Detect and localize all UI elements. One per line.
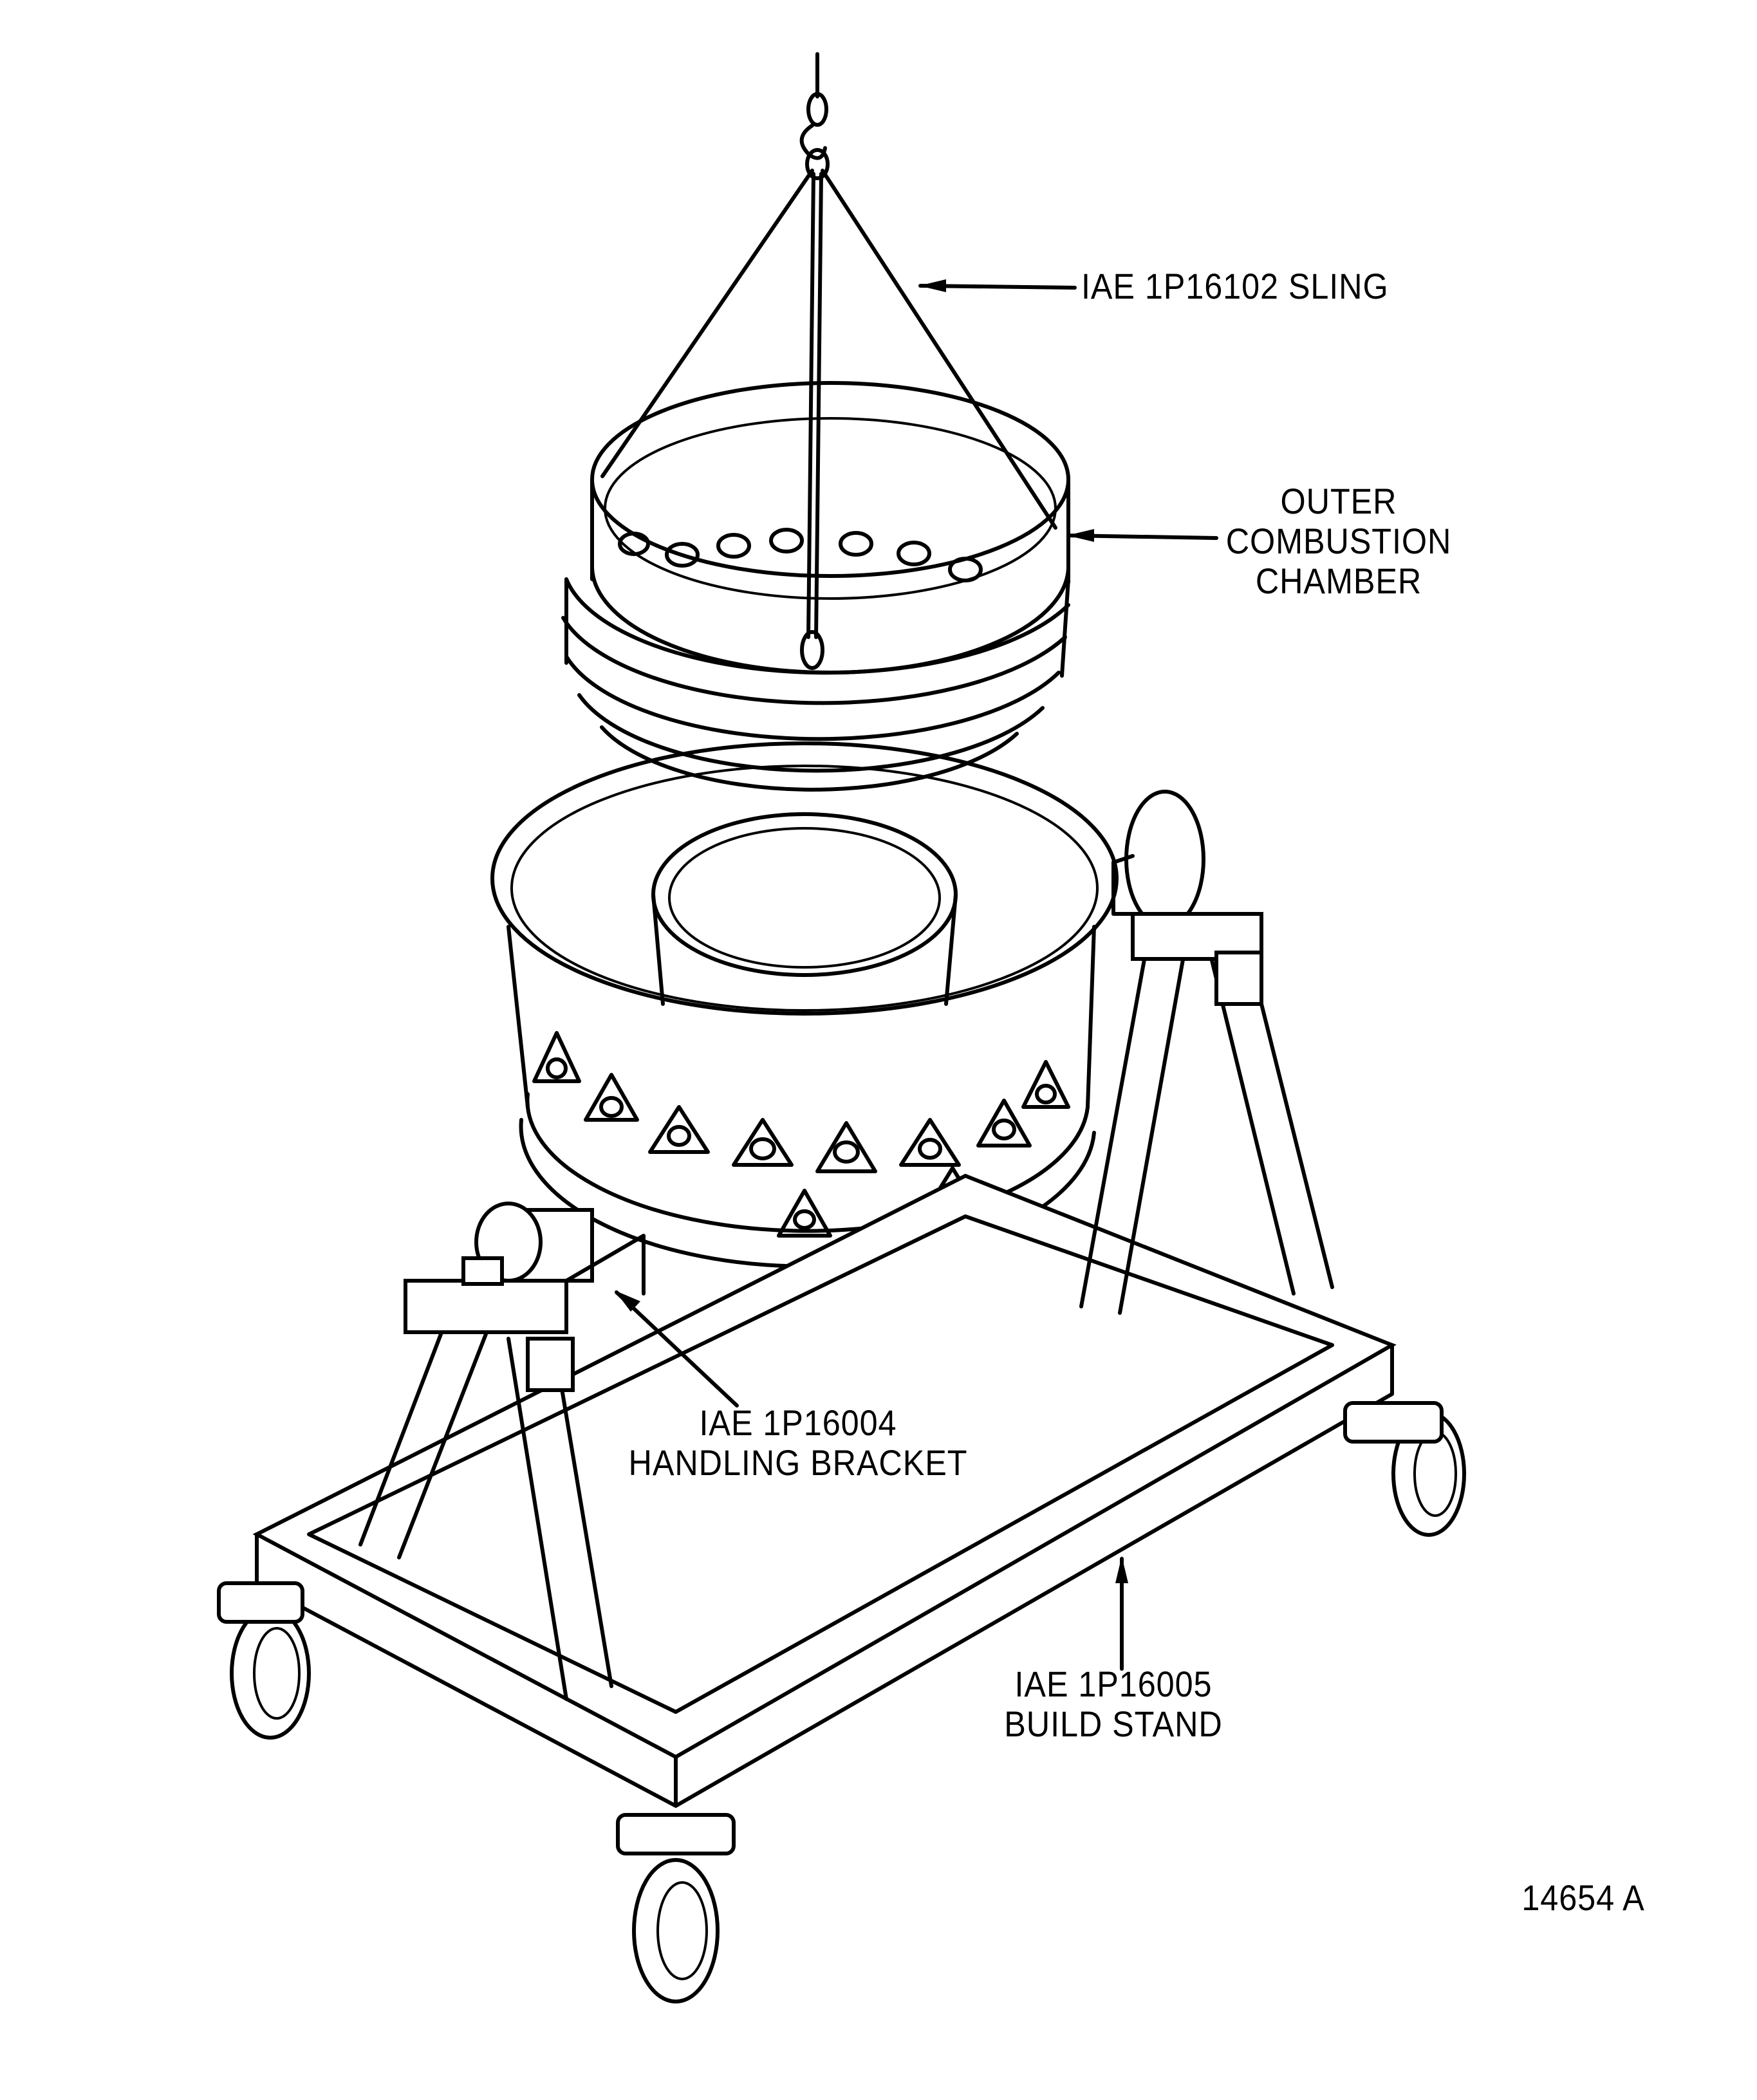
handling-bracket-label: IAE 1P16004 HANDLING BRACKET bbox=[579, 1403, 1017, 1483]
handling-bracket bbox=[461, 1202, 646, 1296]
leader-lines bbox=[615, 279, 1218, 1671]
outer-combustion-chamber-label: OUTER COMBUSTION CHAMBER bbox=[1210, 481, 1467, 601]
bracket-leader bbox=[615, 1290, 739, 1408]
build-stand bbox=[217, 912, 1466, 2003]
label-line: OUTER bbox=[1280, 481, 1397, 521]
sling bbox=[600, 169, 1057, 670]
build-stand-label: IAE 1P16005 BUILD STAND bbox=[965, 1664, 1261, 1744]
casters bbox=[217, 1401, 1466, 2003]
label-line: IAE 1P16005 bbox=[1014, 1664, 1213, 1704]
label-line: HANDLING BRACKET bbox=[628, 1442, 968, 1483]
left-a-frame bbox=[358, 1279, 613, 1701]
combustion-case-assembly bbox=[490, 741, 1119, 1268]
label-line: CHAMBER bbox=[1255, 561, 1422, 601]
lift-chain bbox=[799, 52, 830, 180]
label-line: COMBUSTION bbox=[1225, 521, 1452, 561]
label-line: BUILD STAND bbox=[1004, 1704, 1223, 1744]
trunnion-flange bbox=[1111, 790, 1205, 929]
sling-label: IAE 1P16102 SLING bbox=[1081, 266, 1389, 306]
label-line: IAE 1P16004 bbox=[699, 1402, 897, 1443]
outer-combustion-chamber bbox=[561, 381, 1070, 792]
right-a-frame bbox=[1079, 912, 1334, 1315]
figure-number: 14654 A bbox=[1521, 1877, 1645, 1918]
dilution-holes bbox=[618, 528, 983, 582]
